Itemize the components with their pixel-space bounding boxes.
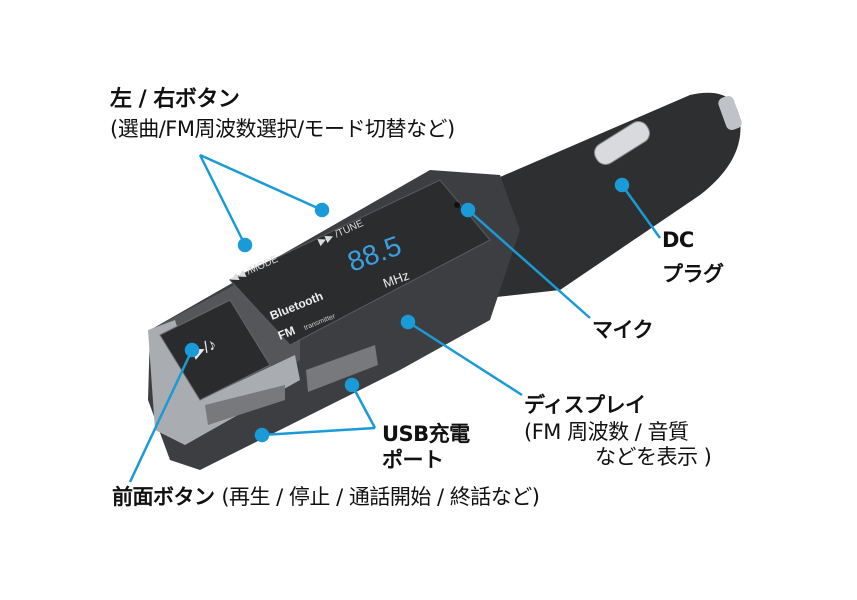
lr-buttons-title: 左 / 右ボタン bbox=[110, 87, 240, 112]
lr-buttons-desc: (選曲/FM周波数選択/モード切替など) bbox=[110, 117, 455, 141]
front-button-title: 前面ボタン bbox=[112, 485, 215, 509]
dc-plug bbox=[470, 92, 742, 301]
display-label-1: ディスプレイ bbox=[524, 393, 646, 417]
leader-lines bbox=[128, 153, 662, 483]
mic-hole bbox=[454, 202, 460, 208]
brand-fm: FM bbox=[276, 323, 297, 342]
display-label-2: (FM 周波数 / 音質 bbox=[524, 420, 689, 444]
usb-label-1: USB充電 bbox=[382, 422, 470, 446]
display-label-3: などを表示 ) bbox=[595, 445, 712, 469]
dc-plug-label-2: プラグ bbox=[662, 262, 724, 286]
usb-label-2: ポート bbox=[382, 448, 444, 472]
dc-plug-label-1: DC bbox=[662, 228, 694, 252]
mic-label: マイク bbox=[592, 318, 654, 342]
front-button-label: 前面ボタン (再生 / 停止 / 通話開始 / 終話など) bbox=[112, 485, 540, 509]
device-body bbox=[148, 170, 520, 470]
front-button-desc: (再生 / 停止 / 通話開始 / 終話など) bbox=[221, 485, 540, 509]
